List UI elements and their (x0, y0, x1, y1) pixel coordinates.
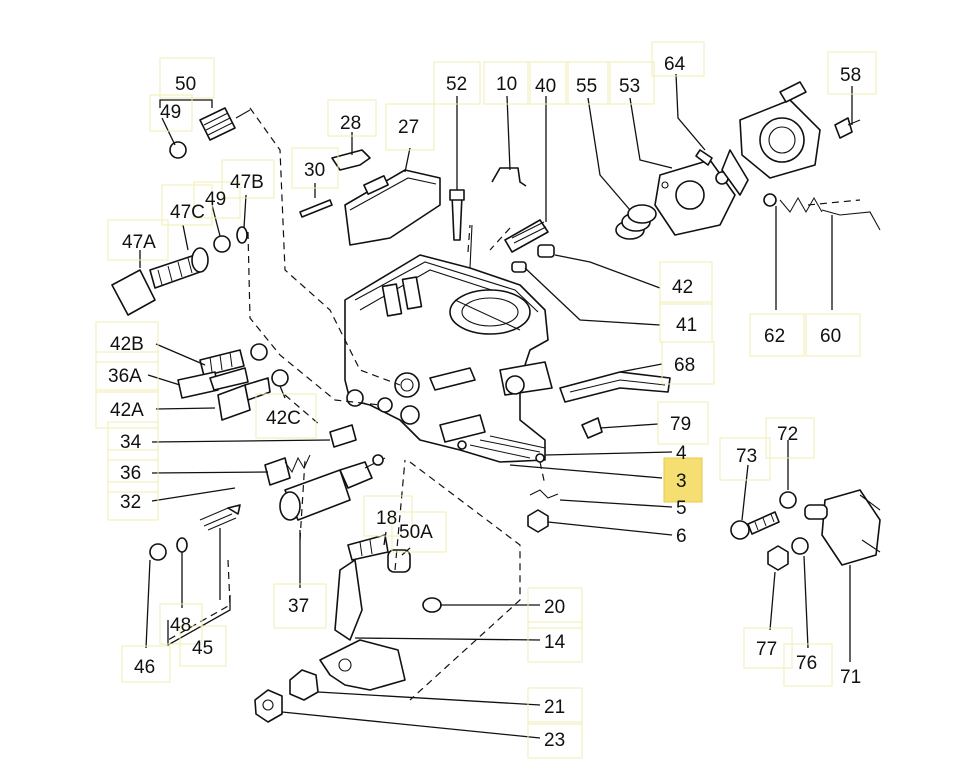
label-37: 37 (288, 596, 309, 617)
needle-32-tip (227, 504, 241, 515)
parts-artwork (111, 81, 881, 723)
carburetor-body (344, 224, 553, 463)
screw-34 (329, 424, 357, 448)
needle-32 (199, 507, 237, 531)
spring-36 (284, 454, 311, 474)
label-47A: 47A (122, 232, 156, 253)
cotter-64 (695, 149, 713, 166)
label-46: 46 (134, 657, 155, 678)
spring-55 (615, 204, 657, 240)
idle-jet-assembly (169, 107, 251, 159)
float-27 (344, 169, 441, 246)
jets-42 (177, 343, 289, 421)
label-49-top: 49 (160, 102, 181, 123)
label-42A: 42A (110, 400, 144, 421)
washer-76 (791, 537, 809, 555)
label-72: 72 (777, 424, 798, 445)
label-40: 40 (535, 76, 556, 97)
label-21: 21 (544, 697, 565, 718)
label-47B: 47B (230, 172, 264, 193)
label-53: 53 (619, 76, 640, 97)
cap-46 (149, 543, 167, 561)
label-47C: 47C (170, 202, 205, 223)
washer-72 (779, 491, 797, 509)
label-boxes (95, 41, 877, 759)
choke-rod (763, 193, 881, 231)
o-ring-48 (176, 537, 188, 553)
label-6: 6 (676, 526, 687, 547)
label-77: 77 (756, 639, 777, 660)
label-60: 60 (820, 326, 841, 347)
label-71: 71 (840, 667, 861, 688)
spring-5 (529, 489, 559, 499)
nut-77 (767, 545, 789, 571)
label-3: 3 (676, 471, 687, 492)
switch-71 (804, 489, 881, 566)
plug-79 (581, 417, 603, 439)
label-4: 4 (676, 443, 687, 464)
label-52: 52 (446, 74, 467, 95)
label-79: 79 (670, 414, 691, 435)
nut-23-hole (262, 699, 274, 711)
label-34: 34 (120, 432, 142, 453)
label-45: 45 (192, 638, 213, 659)
highlight-box (663, 457, 703, 503)
label-68: 68 (674, 355, 695, 376)
nut-23 (254, 689, 283, 723)
clip-28 (331, 149, 371, 171)
label-36: 36 (120, 463, 141, 484)
pin-30 (299, 199, 333, 218)
leader-lines (139, 73, 853, 739)
label-30: 30 (304, 160, 325, 181)
label-50A: 50A (399, 522, 433, 543)
diaphragm-53 (654, 159, 736, 236)
label-48: 48 (170, 615, 191, 636)
label-62: 62 (764, 326, 785, 347)
label-55: 55 (576, 76, 597, 97)
valve-40 (504, 219, 555, 273)
plug-36 (264, 457, 291, 486)
part-labels: 50 49 28 27 52 10 40 55 53 64 58 30 47B … (108, 54, 861, 751)
label-32: 32 (120, 492, 141, 513)
lock-washer-21 (289, 669, 319, 701)
solenoid-37 (279, 454, 386, 521)
label-23: 23 (544, 730, 565, 751)
label-76: 76 (796, 653, 817, 674)
jet-47A (111, 226, 248, 316)
lever-assembly (319, 534, 442, 691)
tube-10 (491, 167, 527, 187)
label-10: 10 (496, 74, 517, 95)
label-42C: 42C (266, 408, 301, 429)
label-28: 28 (340, 113, 361, 134)
label-42: 42 (672, 277, 693, 298)
label-18: 18 (376, 508, 397, 529)
label-58: 58 (840, 65, 861, 86)
label-64: 64 (664, 54, 686, 75)
screw-73 (730, 511, 780, 540)
choke-housing (721, 81, 861, 196)
nut-6 (527, 509, 549, 533)
label-36A: 36A (108, 366, 142, 387)
label-20: 20 (544, 597, 565, 618)
label-27: 27 (398, 117, 419, 138)
label-50: 50 (175, 74, 196, 95)
label-42B: 42B (110, 334, 144, 355)
hose-68 (559, 371, 671, 403)
needle-52 (449, 189, 465, 241)
label-41: 41 (676, 315, 697, 336)
label-49-mid: 49 (205, 189, 226, 210)
label-73: 73 (736, 446, 757, 467)
label-14: 14 (544, 632, 566, 653)
hose-68-texture (569, 379, 666, 393)
label-5: 5 (676, 498, 687, 519)
